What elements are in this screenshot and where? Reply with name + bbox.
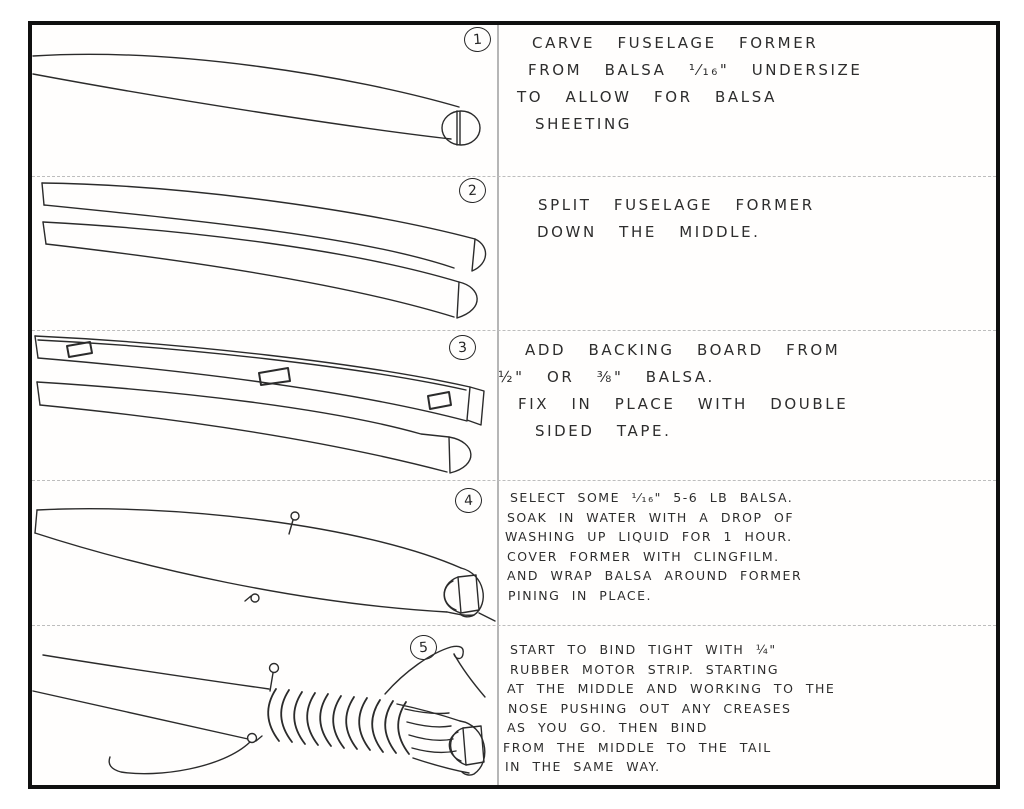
step-2-line-1: SPLIT FUSELAGE FORMER <box>538 196 815 214</box>
page-border <box>28 21 1000 789</box>
step-1-drawing-fuselage-former <box>32 53 481 146</box>
step-5-line-3: AT THE MIDDLE AND WORKING TO THE <box>507 681 836 696</box>
step-5-line-4: NOSE PUSHING OUT ANY CREASES <box>508 700 792 716</box>
step-5-line-5: AS YOU GO. THEN BIND <box>507 720 708 735</box>
step-3-line-3: FIX IN PLACE WITH DOUBLE <box>518 395 849 413</box>
section-divider-1 <box>32 176 996 177</box>
step-4-text: SELECT SOME ¹⁄₁₆" 5-6 LB BALSA. SOAK IN … <box>505 488 802 605</box>
step-5-line-6: FROM THE MIDDLE TO THE TAIL <box>503 739 772 755</box>
step-2-text: SPLIT FUSELAGE FORMER DOWN THE MIDDLE. <box>537 192 815 246</box>
step-4-line-6: PINING IN PLACE. <box>508 587 653 603</box>
step-4-drawing-wrapped-former <box>34 508 496 622</box>
step-4-line-3: WASHING UP LIQUID FOR 1 HOUR. <box>505 529 793 544</box>
step-2-line-2: DOWN THE MIDDLE. <box>537 223 761 241</box>
section-divider-4 <box>32 625 996 626</box>
step-1-text: CARVE FUSELAGE FORMER FROM BALSA ¹⁄₁₆" U… <box>517 30 862 138</box>
step-1-line-2: FROM BALSA ¹⁄₁₆" UNDERSIZE <box>528 61 863 79</box>
step-5-drawing-rubber-binding <box>32 645 486 776</box>
step-1-line-1: CARVE FUSELAGE FORMER <box>532 34 819 52</box>
step-1-line-3: TO ALLOW FOR BALSA <box>517 88 777 106</box>
step-4-line-2: SOAK IN WATER WITH A DROP OF <box>507 509 795 525</box>
step-5-text: START TO BIND TIGHT WITH ¼" RUBBER MOTOR… <box>503 640 835 777</box>
step-4-line-5: AND WRAP BALSA AROUND FORMER <box>507 568 803 583</box>
step-3-line-1: ADD BACKING BOARD FROM <box>525 341 841 359</box>
step-3-drawing-backing-board <box>34 335 485 474</box>
step-5-line-1: START TO BIND TIGHT WITH ¼" <box>510 642 777 657</box>
column-divider <box>497 25 499 785</box>
section-divider-2 <box>32 330 996 331</box>
step-3-line-4: SIDED TAPE. <box>535 422 672 440</box>
step-5-line-7: IN THE SAME WAY. <box>505 759 661 774</box>
step-5-line-2: RUBBER MOTOR STRIP. STARTING <box>510 661 780 677</box>
step-3-line-2: ½" OR ⅜" BALSA. <box>498 368 715 386</box>
section-divider-3 <box>32 480 996 481</box>
step-4-line-1: SELECT SOME ¹⁄₁₆" 5-6 LB BALSA. <box>510 490 794 505</box>
step-4-line-4: COVER FORMER WITH CLINGFILM. <box>507 548 780 564</box>
step-1-line-4: SHEETING <box>535 115 632 133</box>
step-2-drawing-split-halves <box>41 182 487 319</box>
step-3-text: ADD BACKING BOARD FROM ½" OR ⅜" BALSA. F… <box>498 337 848 445</box>
